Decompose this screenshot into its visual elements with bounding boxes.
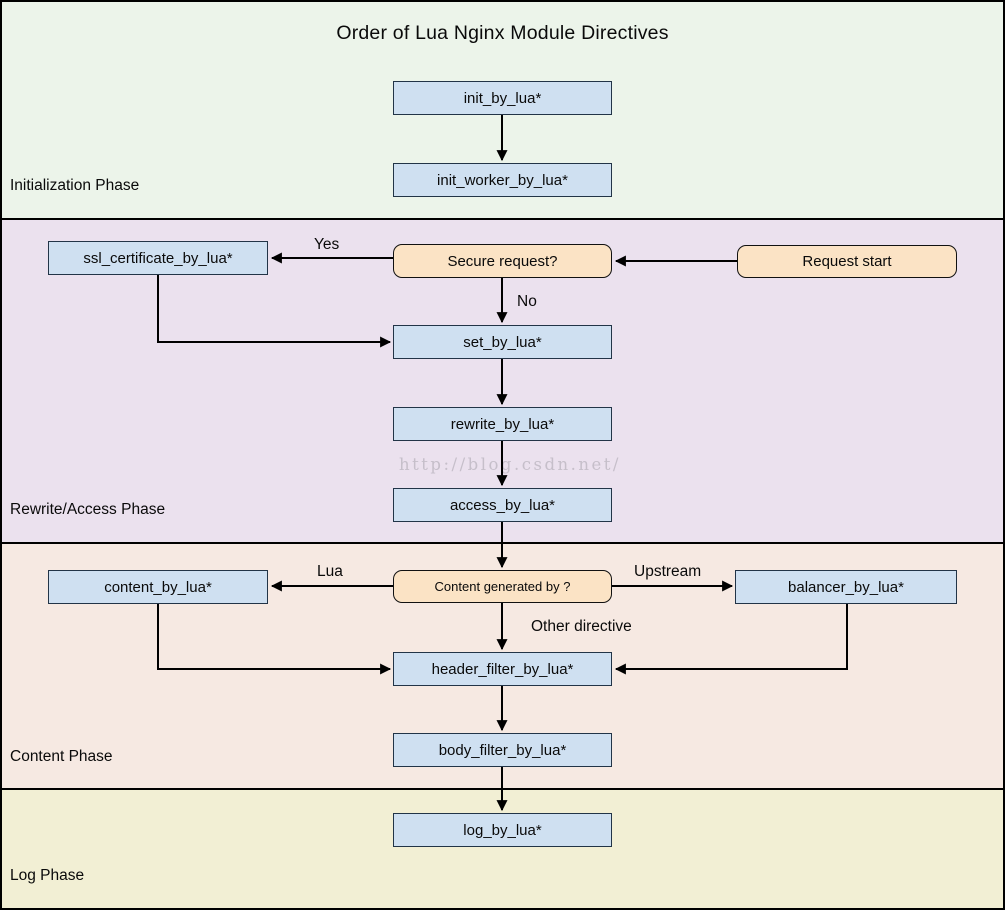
edge-label-no: No — [517, 293, 537, 310]
node-label: body_filter_by_lua* — [438, 741, 567, 759]
node-ssl-certificate-by-lua: ssl_certificate_by_lua* — [48, 241, 268, 275]
node-label: init_by_lua* — [463, 89, 542, 107]
page-title: Order of Lua Nginx Module Directives — [336, 22, 669, 44]
node-label: Content generated by ? — [434, 579, 571, 594]
edge-label-lua: Lua — [317, 563, 343, 580]
edge-label-upstream: Upstream — [634, 563, 702, 580]
phase-label-content: Content Phase — [10, 748, 113, 765]
node-label: log_by_lua* — [463, 821, 542, 839]
node-label: Request start — [802, 253, 892, 270]
node-label: init_worker_by_lua* — [437, 171, 568, 189]
edge-label-other-directive: Other directive — [531, 618, 632, 635]
node-body-filter-by-lua: body_filter_by_lua* — [393, 733, 612, 767]
node-secure-request: Secure request? — [393, 244, 612, 278]
node-balancer-by-lua: balancer_by_lua* — [735, 570, 957, 604]
phase-band-log — [0, 788, 1005, 910]
node-init-by-lua: init_by_lua* — [393, 81, 612, 115]
node-label: access_by_lua* — [449, 496, 556, 514]
node-label: header_filter_by_lua* — [431, 660, 574, 678]
node-label: set_by_lua* — [463, 333, 542, 351]
node-label: ssl_certificate_by_lua* — [83, 249, 233, 267]
watermark-text: http://blog.csdn.net/ — [399, 455, 621, 474]
phase-label-initialization: Initialization Phase — [10, 177, 140, 194]
node-label: content_by_lua* — [104, 578, 212, 596]
node-label: balancer_by_lua* — [788, 578, 904, 596]
node-content-generated-by: Content generated by ? — [393, 570, 612, 603]
node-request-start: Request start — [737, 245, 957, 278]
node-header-filter-by-lua: header_filter_by_lua* — [393, 652, 612, 686]
node-set-by-lua: set_by_lua* — [393, 325, 612, 359]
node-rewrite-by-lua: rewrite_by_lua* — [393, 407, 612, 441]
edge-label-yes: Yes — [314, 236, 340, 253]
node-log-by-lua: log_by_lua* — [393, 813, 612, 847]
node-access-by-lua: access_by_lua* — [393, 488, 612, 522]
node-content-by-lua: content_by_lua* — [48, 570, 268, 604]
phase-label-rewrite-access: Rewrite/Access Phase — [10, 501, 166, 518]
phase-label-log: Log Phase — [10, 867, 85, 884]
node-label: Secure request? — [447, 252, 558, 270]
node-label: rewrite_by_lua* — [450, 415, 555, 433]
node-init-worker-by-lua: init_worker_by_lua* — [393, 163, 612, 197]
